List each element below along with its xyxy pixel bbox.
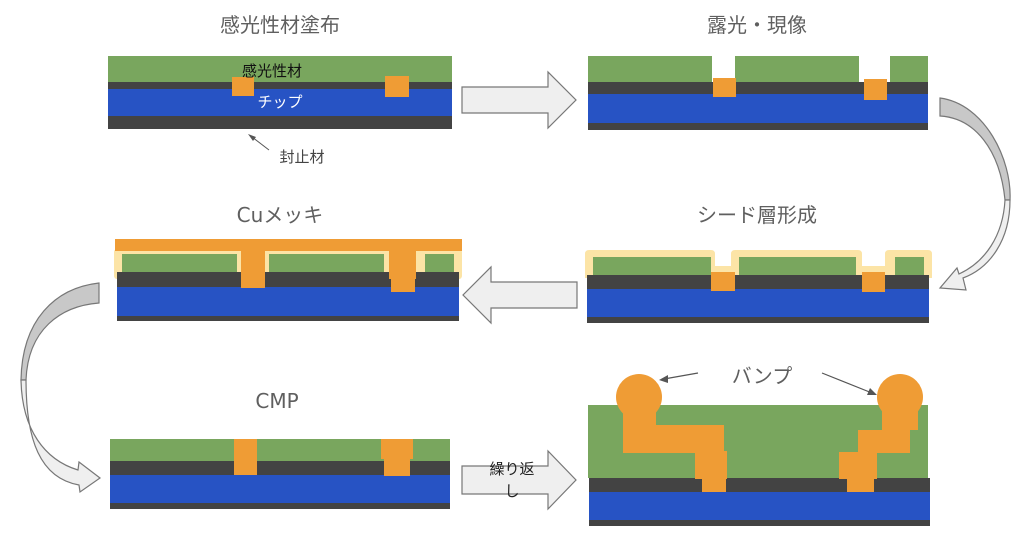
cu-via bbox=[241, 249, 265, 288]
bump-label: バンプ bbox=[732, 364, 792, 388]
step-title-coat: 感光性材塗布 bbox=[220, 13, 340, 37]
step-coat: 感光性材塗布 感光性材 チップ 封止材 bbox=[108, 13, 452, 166]
encapsulant-pointer bbox=[251, 136, 270, 151]
cu-pad bbox=[864, 79, 887, 100]
cu-pad bbox=[232, 77, 254, 96]
flow-arrow-left bbox=[462, 265, 578, 325]
chip-layer bbox=[589, 492, 930, 520]
step-title-seed: シード層形成 bbox=[697, 203, 817, 227]
encapsulant-top bbox=[108, 82, 452, 89]
cu-pad bbox=[847, 478, 874, 492]
encapsulant-label: 封止材 bbox=[279, 148, 324, 166]
chip-layer bbox=[110, 475, 450, 503]
flow-arrow-curve bbox=[20, 379, 102, 494]
cu-pad bbox=[384, 457, 410, 476]
encapsulant-bottom bbox=[588, 123, 928, 130]
flow-arrow-repeat: 繰り返 し bbox=[461, 449, 577, 511]
photoresist-block bbox=[895, 257, 924, 275]
bump-pointer bbox=[821, 372, 873, 394]
step-title-cmp: CMP bbox=[255, 389, 298, 413]
step-title-plating: Cuメッキ bbox=[237, 203, 324, 227]
encapsulant-bottom bbox=[108, 116, 452, 129]
step-bump: バンプ bbox=[588, 364, 930, 526]
photoresist-label: 感光性材 bbox=[242, 62, 302, 80]
step-seed: シード層形成 bbox=[585, 203, 932, 323]
cu-pad bbox=[385, 76, 409, 97]
step-expose: 露光・現像 bbox=[588, 13, 928, 130]
step-cmp: CMP bbox=[110, 389, 450, 509]
encapsulant-top bbox=[587, 275, 929, 289]
encapsulant-bottom bbox=[587, 317, 929, 323]
arrowhead-icon bbox=[867, 388, 877, 395]
cu-pad bbox=[391, 272, 415, 292]
bump-pointer bbox=[663, 372, 699, 380]
photoresist-block bbox=[739, 257, 856, 275]
encapsulant-bottom bbox=[117, 316, 459, 321]
repeat-label-line2: し bbox=[504, 482, 519, 500]
cu-trace bbox=[882, 405, 918, 430]
encapsulant-top bbox=[588, 82, 928, 94]
encapsulant-bottom bbox=[589, 520, 930, 526]
cu-pad bbox=[713, 78, 736, 97]
cu-pad bbox=[862, 272, 885, 292]
flow-arrow-right bbox=[461, 70, 577, 130]
arrowhead-icon bbox=[659, 375, 668, 383]
cu-pad bbox=[702, 478, 726, 492]
flow-arrow-curve bbox=[20, 282, 100, 381]
photoresist-block bbox=[588, 56, 712, 82]
encapsulant-top bbox=[589, 478, 930, 492]
photoresist-layer bbox=[110, 439, 450, 461]
cu-trace bbox=[623, 425, 724, 453]
step-title-expose: 露光・現像 bbox=[707, 13, 807, 37]
photoresist-block bbox=[425, 254, 454, 272]
step-plating: Cuメッキ bbox=[114, 203, 462, 321]
chip-label: チップ bbox=[257, 93, 302, 111]
photoresist-block bbox=[593, 257, 711, 275]
flow-arrow-curve bbox=[938, 199, 1011, 291]
cu-plating-top bbox=[115, 239, 462, 251]
cu-pad bbox=[711, 272, 735, 291]
photoresist-block bbox=[122, 254, 237, 272]
photoresist-block bbox=[735, 56, 859, 82]
encapsulant-top bbox=[110, 461, 450, 475]
chip-layer bbox=[587, 289, 929, 317]
cu-via bbox=[381, 439, 413, 459]
arrowhead-icon bbox=[248, 134, 256, 141]
flow-arrow-right bbox=[461, 449, 577, 511]
cu-trace bbox=[695, 451, 727, 479]
photoresist-block bbox=[269, 254, 384, 272]
cu-trace bbox=[858, 430, 910, 453]
cu-via bbox=[234, 439, 257, 475]
flow-arrow-curve bbox=[939, 97, 1011, 201]
photoresist-block bbox=[890, 56, 928, 82]
repeat-label-line1: 繰り返 bbox=[489, 460, 534, 478]
encapsulant-top bbox=[117, 272, 459, 287]
cu-trace bbox=[839, 452, 877, 479]
encapsulant-bottom bbox=[110, 503, 450, 509]
